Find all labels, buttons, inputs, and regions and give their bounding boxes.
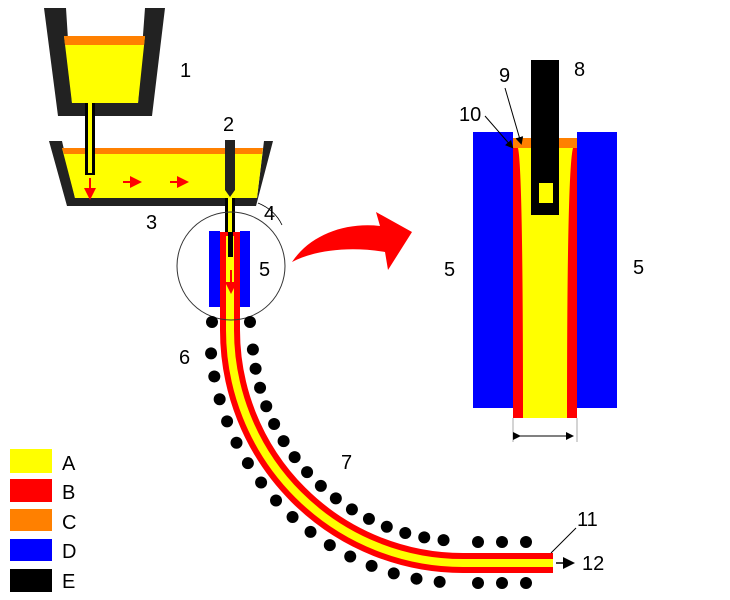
detail-circle	[176, 211, 286, 321]
roller	[520, 577, 532, 589]
label-6: 6	[179, 347, 190, 369]
roller	[213, 393, 226, 406]
roller	[496, 577, 508, 589]
support-rollers	[205, 316, 532, 589]
label-11: 11	[577, 509, 598, 531]
roller	[344, 550, 357, 563]
legend-label-c: C	[62, 512, 76, 534]
roller	[221, 415, 234, 428]
label-7: 7	[341, 452, 352, 474]
roller	[496, 536, 508, 548]
label-4: 4	[264, 203, 275, 225]
legend-label-a: A	[62, 453, 76, 475]
roller	[433, 575, 446, 588]
label-2: 2	[223, 114, 234, 136]
roller	[365, 559, 378, 572]
legend-swatch-a	[10, 449, 52, 473]
label-9: 9	[499, 65, 510, 87]
legend: A B C D E	[10, 449, 76, 593]
roller	[304, 525, 317, 538]
label-8: 8	[574, 59, 585, 81]
roller	[387, 567, 400, 580]
label-3: 3	[146, 212, 157, 234]
label-5-mold: 5	[259, 259, 270, 281]
roller	[246, 343, 259, 356]
roller	[249, 362, 262, 375]
roller	[418, 531, 431, 544]
zoom-arrow-icon	[292, 212, 412, 270]
roller	[208, 370, 221, 383]
roller	[410, 572, 423, 585]
roller	[230, 436, 243, 449]
roller	[345, 503, 358, 516]
roller	[399, 526, 412, 539]
tundish	[49, 140, 273, 257]
roller	[286, 510, 299, 523]
legend-label-b: B	[62, 482, 75, 504]
label-5-right: 5	[633, 257, 644, 279]
strand-liquid-core	[226, 236, 553, 567]
roller	[277, 435, 290, 448]
legend-swatch-d	[10, 539, 52, 561]
legend-label-d: D	[62, 541, 76, 563]
mold	[209, 231, 250, 307]
label-1: 1	[180, 60, 191, 82]
roller	[323, 539, 336, 552]
roller	[260, 400, 273, 413]
label-5-left: 5	[444, 259, 455, 281]
roller	[380, 520, 393, 533]
ladle	[44, 8, 165, 174]
roller	[301, 466, 314, 479]
roller	[288, 451, 301, 464]
roller	[244, 316, 256, 328]
roller	[270, 494, 283, 507]
roller	[472, 577, 484, 589]
roller	[362, 512, 375, 525]
roller	[255, 476, 268, 489]
label-12: 12	[582, 553, 604, 575]
roller	[254, 381, 267, 394]
legend-swatch-e	[10, 569, 52, 592]
roller	[241, 457, 254, 470]
legend-label-e: E	[62, 571, 75, 593]
legend-swatch-b	[10, 479, 52, 502]
roller	[205, 347, 218, 360]
roller	[437, 534, 450, 547]
roller	[472, 536, 484, 548]
roller	[329, 492, 342, 505]
roller	[268, 418, 281, 431]
roller	[314, 479, 327, 492]
stopper-rod	[225, 140, 235, 197]
mold-detail	[473, 60, 617, 442]
label-10: 10	[459, 104, 481, 126]
roller	[520, 536, 532, 548]
roller	[206, 316, 218, 328]
legend-swatch-c	[10, 509, 52, 531]
